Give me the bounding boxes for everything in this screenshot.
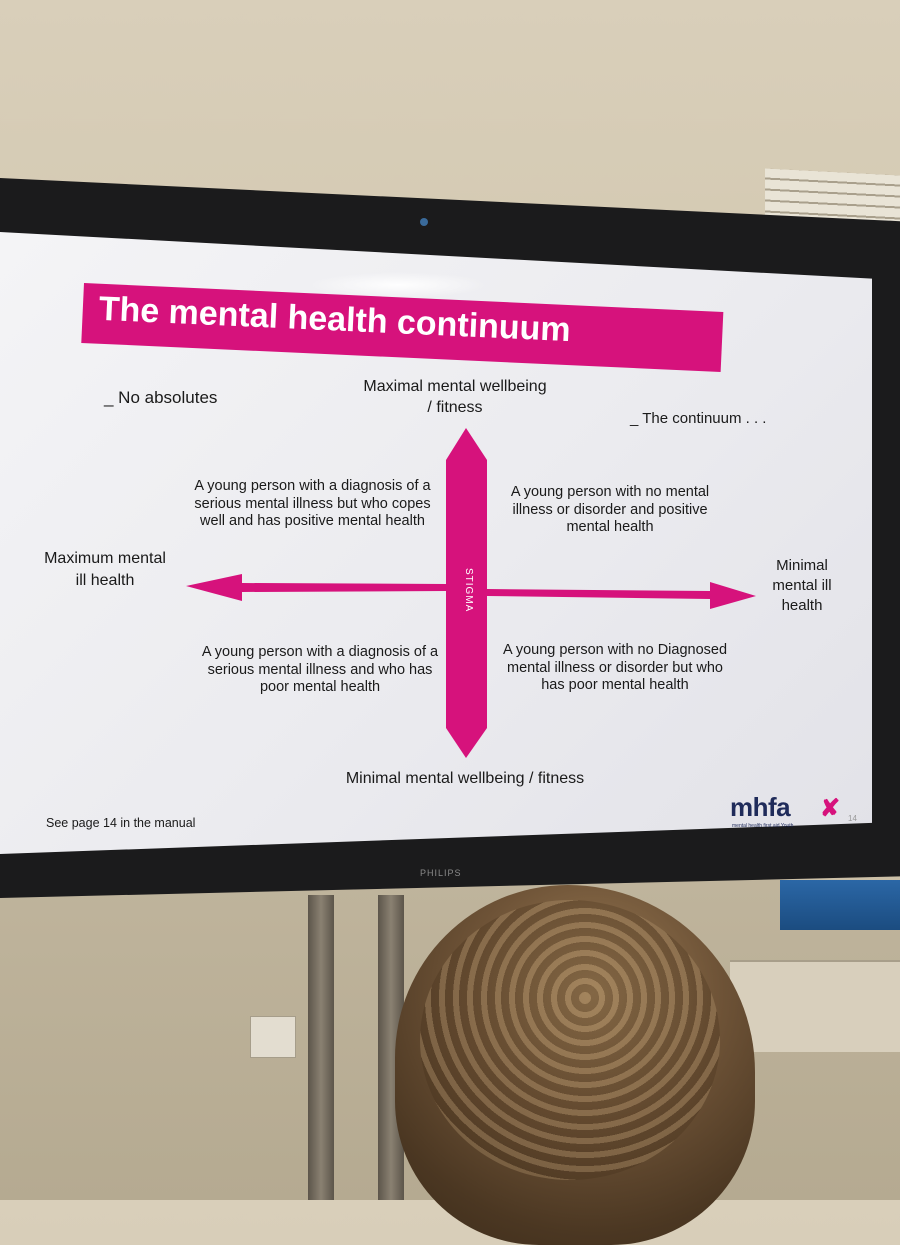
continuum-diagram: [186, 428, 756, 758]
tv-stand-pole: [308, 895, 334, 1200]
note-no-absolutes: _ No absolutes: [104, 388, 218, 407]
blue-object: [780, 880, 900, 930]
slide-footer: See page 14 in the manual: [46, 816, 196, 830]
axis-left-label: Maximum mental ill health: [44, 550, 166, 589]
camera-icon: [420, 218, 428, 226]
person-head: [395, 885, 755, 1245]
axis-right-label: Minimal mental ill health: [772, 557, 832, 614]
wall-socket: [250, 1016, 296, 1058]
axis-top-label: Maximal mental wellbeing / fitness: [363, 378, 547, 416]
tv-brand-label: PHILIPS: [420, 868, 462, 878]
stigma-label: STIGMA: [463, 567, 474, 613]
axis-bottom-label: Minimal mental wellbeing / fitness: [345, 770, 585, 787]
note-continuum: _ The continuum . . .: [630, 410, 767, 427]
hair-curls: [420, 900, 720, 1180]
logo-tagline: mental health first aid Youth: [732, 823, 794, 829]
quadrant-bottom-left: A young person with a diagnosis of a ser…: [201, 644, 439, 695]
mhfa-logo: mhfa mental health first aid Youth ✘: [730, 792, 840, 829]
shelf: [730, 960, 900, 1052]
logo-wordmark: mhfa: [730, 792, 791, 822]
horizontal-axis-right-arrow: [487, 582, 756, 609]
vertical-axis-arrow: [446, 428, 487, 758]
ribbon-icon: ✘: [820, 795, 841, 822]
quadrant-top-right: A young person with no mental illness or…: [510, 484, 710, 535]
horizontal-axis-left-arrow: [186, 574, 446, 601]
page-number: 14: [848, 814, 857, 823]
quadrant-bottom-right: A young person with no Diagnosed mental …: [502, 642, 728, 693]
quadrant-top-left: A young person with a diagnosis of a ser…: [194, 478, 431, 529]
